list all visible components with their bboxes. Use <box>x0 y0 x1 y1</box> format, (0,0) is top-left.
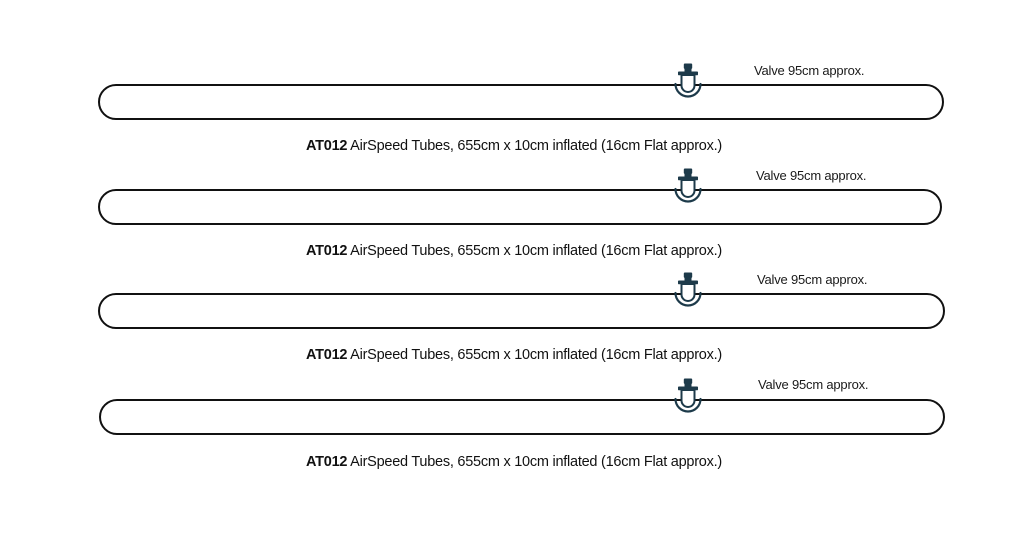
valve-callout-label-4: Valve 95cm approx. <box>758 377 869 392</box>
tube-caption-2: AT012 AirSpeed Tubes, 655cm x 10cm infla… <box>0 244 1028 259</box>
valve-icon <box>674 63 702 98</box>
product-code: AT012 <box>306 138 348 154</box>
product-code: AT012 <box>306 454 348 470</box>
product-description: AirSpeed Tubes, 655cm x 10cm inflated (1… <box>347 454 722 470</box>
tube-body-4 <box>99 399 945 435</box>
product-code: AT012 <box>306 243 348 259</box>
valve-callout-label-2: Valve 95cm approx. <box>756 168 867 183</box>
product-description: AirSpeed Tubes, 655cm x 10cm inflated (1… <box>347 347 722 363</box>
valve-assembly-1 <box>668 62 708 106</box>
valve-icon <box>674 378 702 413</box>
valve-assembly-4 <box>668 377 708 421</box>
product-description: AirSpeed Tubes, 655cm x 10cm inflated (1… <box>347 243 722 259</box>
tube-body-2 <box>98 189 942 225</box>
tube-caption-4: AT012 AirSpeed Tubes, 655cm x 10cm infla… <box>0 455 1028 470</box>
tube-body-3 <box>98 293 945 329</box>
valve-callout-label-1: Valve 95cm approx. <box>754 63 865 78</box>
valve-callout-label-3: Valve 95cm approx. <box>757 272 868 287</box>
tube-caption-3: AT012 AirSpeed Tubes, 655cm x 10cm infla… <box>0 348 1028 363</box>
valve-icon <box>674 168 702 203</box>
valve-icon <box>674 272 702 307</box>
valve-assembly-3 <box>668 271 708 315</box>
tube-caption-1: AT012 AirSpeed Tubes, 655cm x 10cm infla… <box>0 139 1028 154</box>
tube-body-1 <box>98 84 944 120</box>
valve-assembly-2 <box>668 167 708 211</box>
product-description: AirSpeed Tubes, 655cm x 10cm inflated (1… <box>347 138 722 154</box>
product-code: AT012 <box>306 347 348 363</box>
